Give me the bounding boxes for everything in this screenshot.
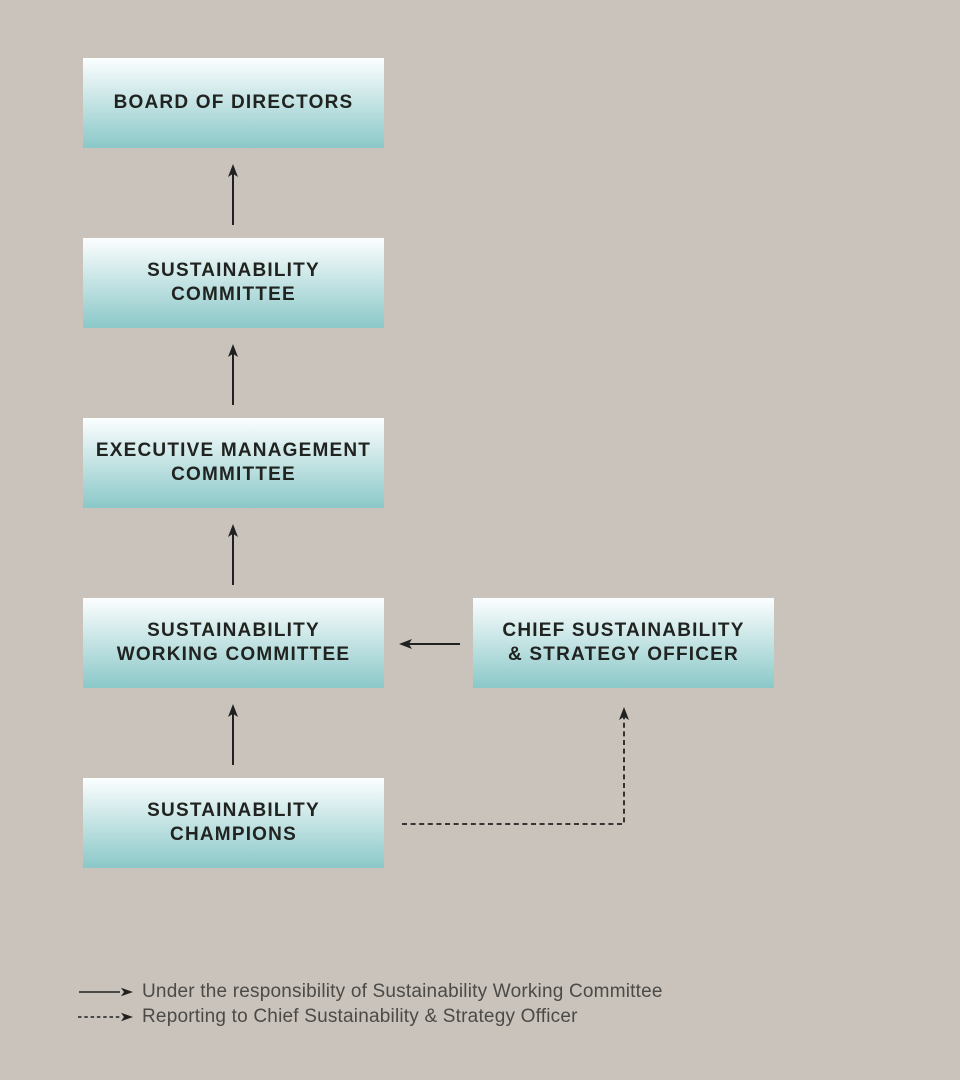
node-executive-management-committee: EXECUTIVE MANAGEMENT COMMITTEE [83, 418, 384, 508]
node-label-line: SUSTAINABILITY [147, 260, 320, 281]
node-sustainability-champions: SUSTAINABILITY CHAMPIONS [83, 778, 384, 868]
node-chief-sustainability-strategy-officer: CHIEF SUSTAINABILITY & STRATEGY OFFICER [473, 598, 774, 688]
legend-item-dashed: Reporting to Chief Sustainability & Stra… [78, 1004, 663, 1029]
node-label-line: SUSTAINABILITY [147, 800, 320, 821]
node-sustainability-committee: SUSTAINABILITY COMMITTEE [83, 238, 384, 328]
node-label-line: COMMITTEE [171, 284, 296, 305]
node-label-line: & STRATEGY OFFICER [508, 644, 739, 665]
legend-item-solid: Under the responsibility of Sustainabili… [78, 979, 663, 1004]
legend: Under the responsibility of Sustainabili… [78, 979, 663, 1029]
legend-label: Under the responsibility of Sustainabili… [142, 980, 663, 1002]
node-label-line: SUSTAINABILITY [147, 620, 320, 641]
edge-champions-to-chief-officer-dashed [402, 707, 629, 825]
node-label-line: CHAMPIONS [170, 824, 297, 845]
legend-label: Reporting to Chief Sustainability & Stra… [142, 1005, 578, 1027]
node-label-line: COMMITTEE [171, 464, 296, 485]
node-board-of-directors: BOARD OF DIRECTORS [83, 58, 384, 148]
node-label-line: CHIEF SUSTAINABILITY [502, 620, 745, 641]
dashed-arrow-icon [78, 1012, 133, 1021]
solid-arrow-icon [79, 987, 133, 996]
node-label-line: EXECUTIVE MANAGEMENT [95, 440, 372, 461]
node-label-line: WORKING COMMITTEE [116, 644, 351, 665]
node-sustainability-working-committee: SUSTAINABILITY WORKING COMMITTEE [83, 598, 384, 688]
node-label-line: BOARD OF DIRECTORS [113, 92, 354, 113]
